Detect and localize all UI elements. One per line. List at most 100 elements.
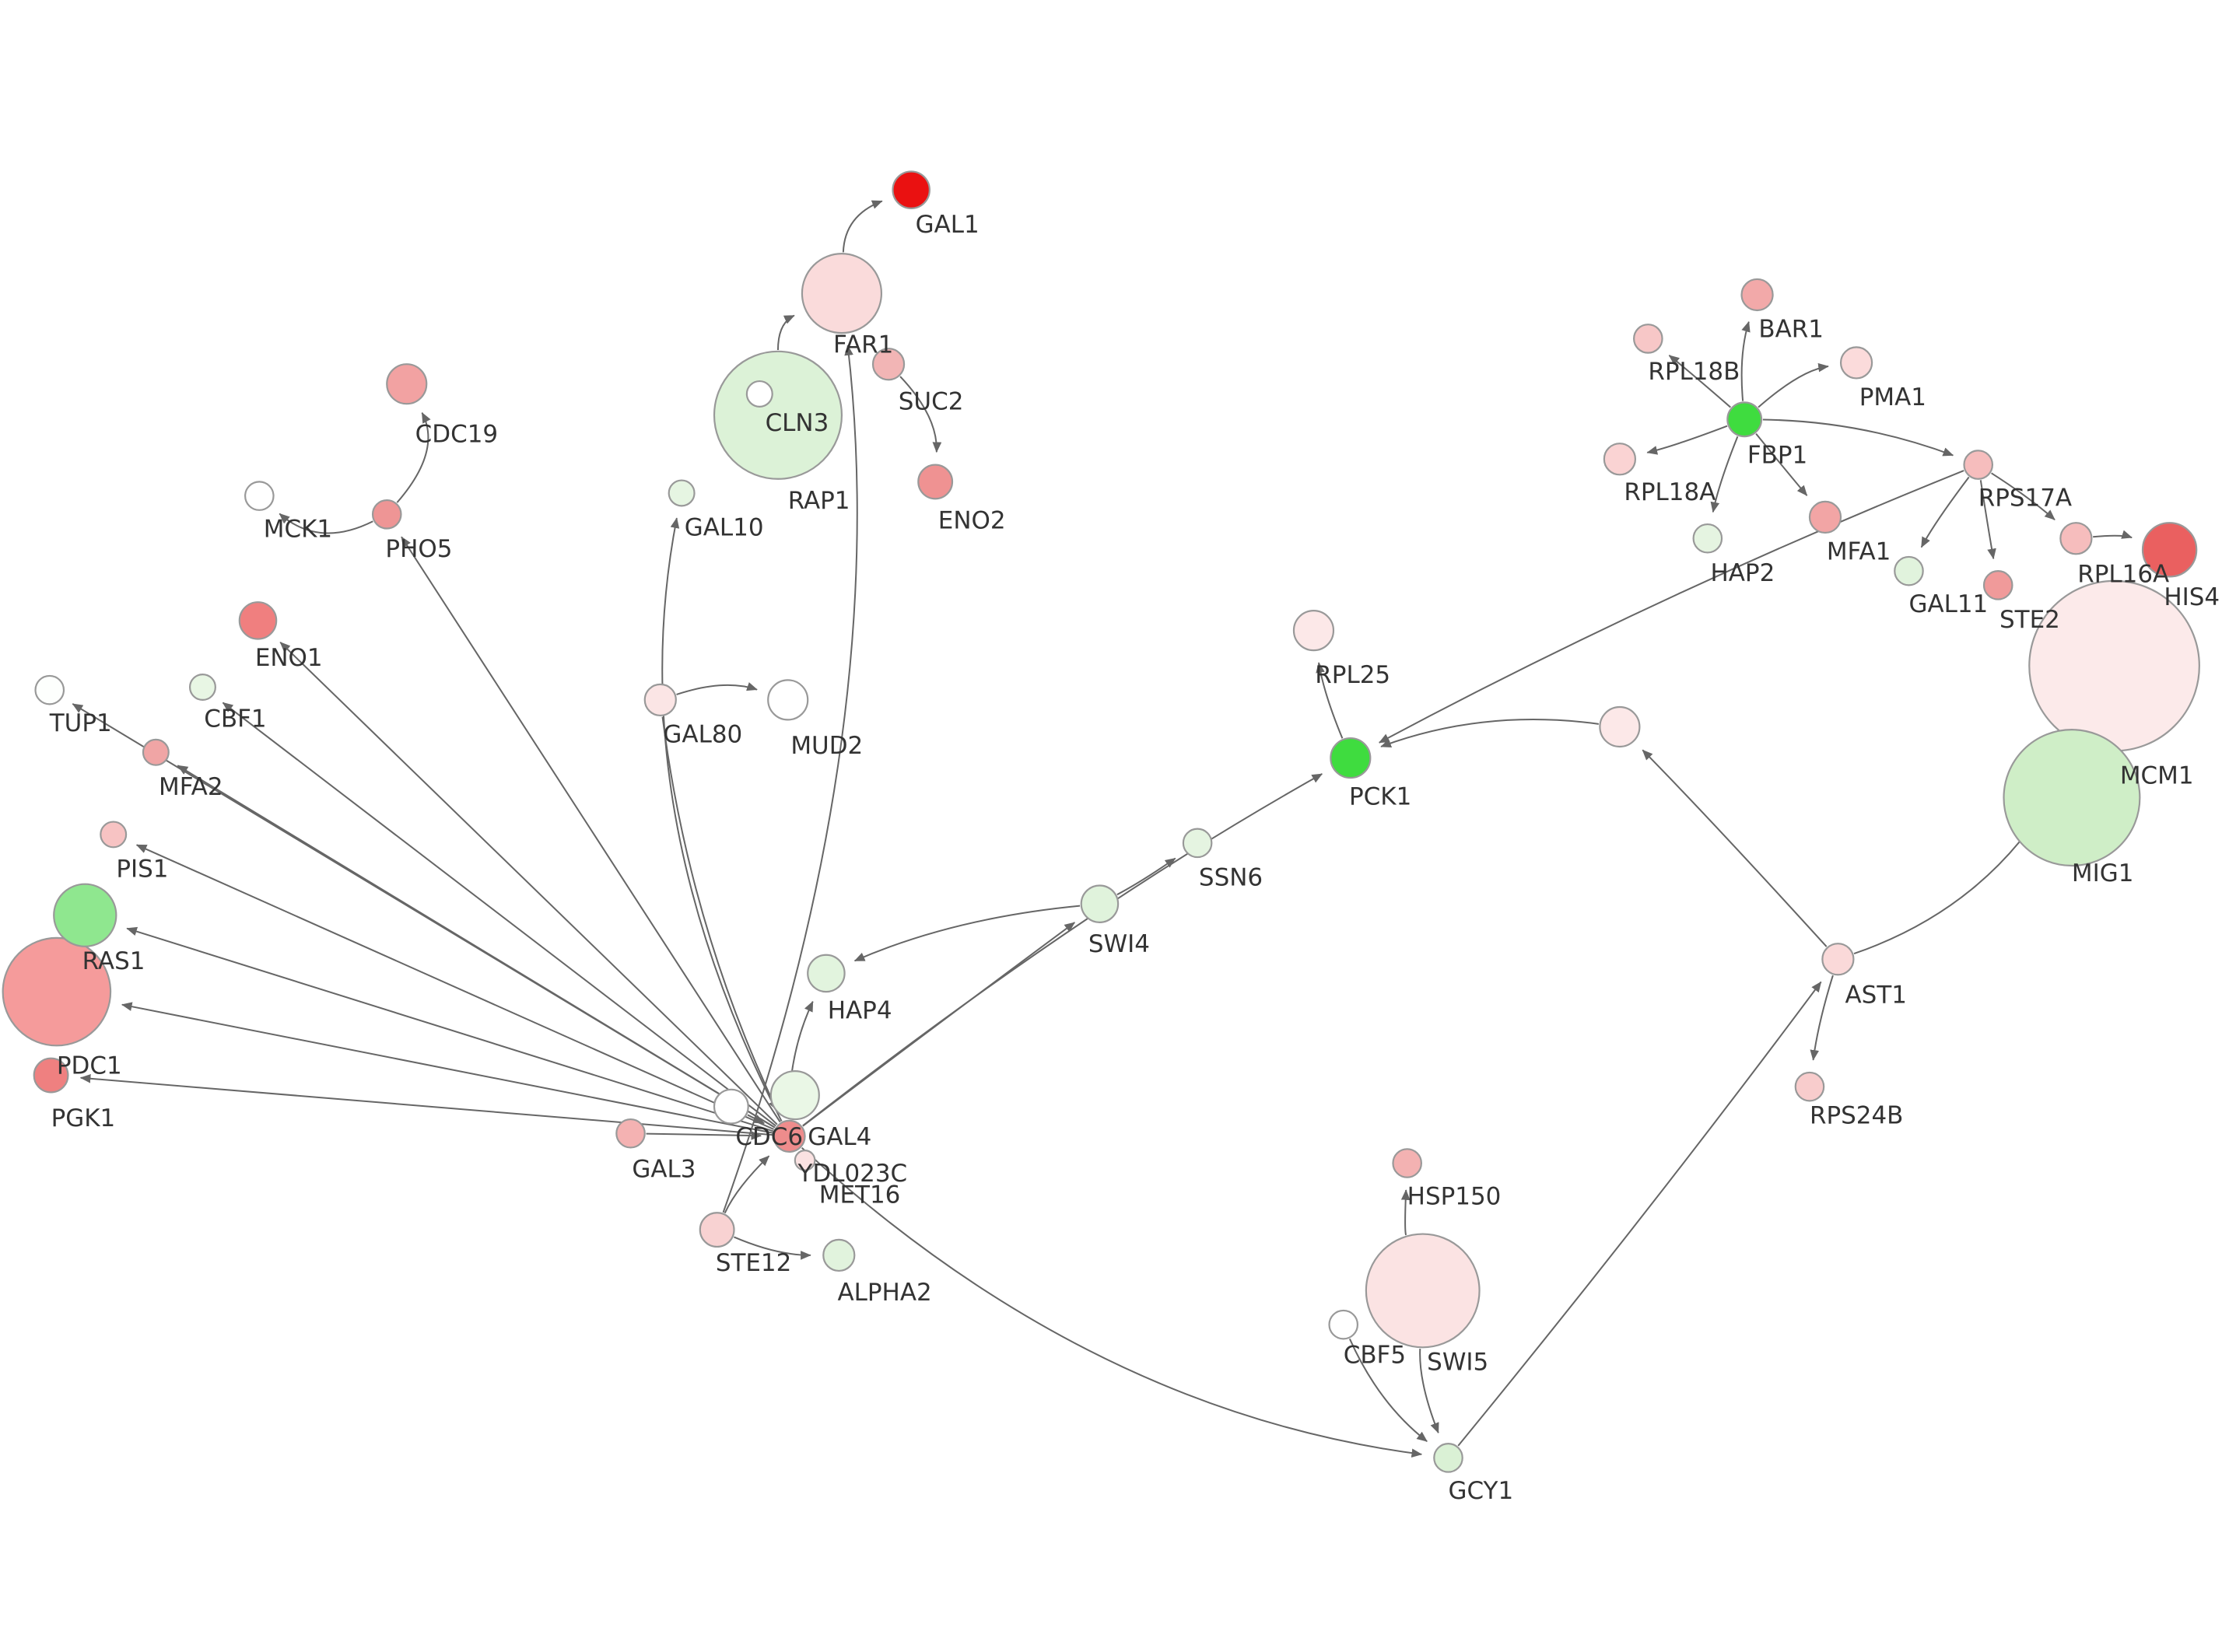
edge-gal4-pdc1[interactable]	[121, 1002, 773, 1134]
edge-suc2-eno2[interactable]	[899, 376, 942, 453]
node-label-met16: MET16	[819, 1181, 901, 1209]
edge-gal4-pho5[interactable]	[401, 536, 781, 1123]
node-pho5[interactable]	[371, 499, 402, 530]
node-fbp1[interactable]	[1726, 401, 1763, 438]
node-alpha2[interactable]	[822, 1238, 856, 1272]
edge-ste12-gal4[interactable]	[724, 1155, 770, 1214]
node-rpl18a[interactable]	[1603, 443, 1637, 476]
edge-gal80-mud2[interactable]	[676, 682, 758, 695]
node-hsp150[interactable]	[1392, 1148, 1422, 1178]
node-cdc19[interactable]	[386, 363, 428, 405]
edge-pho5-mck1[interactable]	[279, 513, 373, 534]
edge-pck1-rpl25[interactable]	[1316, 662, 1344, 739]
edge-swi4-ssn6[interactable]	[1116, 857, 1176, 896]
edge-fbp1-pma1[interactable]	[1758, 362, 1829, 408]
node-gal1[interactable]	[892, 170, 931, 209]
node-ssn6[interactable]	[1182, 828, 1213, 859]
node-cbf5[interactable]	[1328, 1309, 1359, 1340]
edge-gal3-gal4[interactable]	[646, 1131, 762, 1140]
node-swi5[interactable]	[1365, 1233, 1481, 1349]
edge-cln3-far1[interactable]	[776, 314, 795, 351]
node-rps24b[interactable]	[1794, 1071, 1825, 1102]
edge-gal4-eno1[interactable]	[279, 642, 778, 1125]
node-rpl25[interactable]	[1292, 610, 1335, 652]
node-cln3[interactable]	[713, 350, 843, 480]
node-pck1[interactable]	[1330, 737, 1372, 779]
edge-rps17a-ste2[interactable]	[1979, 480, 1996, 560]
node-tup1[interactable]	[34, 674, 65, 705]
edge-fbp1-rps17a[interactable]	[1762, 418, 1954, 457]
edge-gal4-cbf1[interactable]	[222, 702, 776, 1127]
node-his4[interactable]	[2141, 522, 2198, 578]
edge-ste12-alpha2[interactable]	[734, 1236, 811, 1260]
edge-cbf5-gcy1[interactable]	[1348, 1339, 1428, 1442]
edge-ast1-rps24b[interactable]	[1810, 975, 1834, 1061]
node-rps17a[interactable]	[1963, 450, 1994, 480]
edge-gal4-gal10[interactable]	[661, 517, 783, 1122]
node-pis1[interactable]	[100, 821, 128, 849]
node-rpl18b[interactable]	[1633, 324, 1663, 354]
node-pgk1[interactable]	[33, 1057, 69, 1094]
edge-rps17a-gal11[interactable]	[1920, 476, 1970, 548]
node-gal10[interactable]	[668, 479, 696, 507]
node-gal80[interactable]	[643, 683, 677, 717]
edge-far1-gal1[interactable]	[842, 200, 883, 253]
edge-swi4-hap4[interactable]	[853, 905, 1081, 962]
edge-fbp1-rpl18b[interactable]	[1668, 355, 1731, 408]
node-mig1[interactable]	[2003, 729, 2141, 867]
edge-gal4-gcy1[interactable]	[801, 1146, 1423, 1458]
node-label-suc2: SUC2	[899, 387, 964, 415]
edge-gcy1-ast1[interactable]	[1457, 981, 1822, 1447]
node-gal4[interactable]	[773, 1119, 806, 1153]
edge-rpl16a-his4[interactable]	[2093, 530, 2133, 539]
node-mck1[interactable]	[244, 481, 275, 511]
node-ras1[interactable]	[53, 883, 117, 947]
edge-fbp1-rpl18a[interactable]	[1646, 425, 1728, 455]
node-cdc6[interactable]	[713, 1088, 749, 1125]
edge-gal4-pis1[interactable]	[135, 844, 774, 1130]
edge-nodex-pck1[interactable]	[1380, 719, 1599, 747]
node-gal3[interactable]	[615, 1118, 646, 1149]
node-mud2[interactable]	[767, 679, 809, 721]
edge-fbp1-mfa1[interactable]	[1755, 433, 1808, 496]
node-ast1[interactable]	[1821, 943, 1855, 976]
edge-gal4-pck1[interactable]	[802, 773, 1323, 1127]
edge-gal80-gal4[interactable]	[661, 716, 778, 1111]
edge-ast1-nodex[interactable]	[1642, 749, 1828, 947]
node-swi4[interactable]	[1080, 884, 1120, 923]
edge-pho5-cdc19[interactable]	[396, 411, 431, 503]
node-hap4[interactable]	[807, 954, 846, 993]
node-pma1[interactable]	[1839, 346, 1873, 380]
node-gal11[interactable]	[1894, 555, 1924, 586]
edge-cdc6-gal4[interactable]	[747, 1114, 765, 1125]
node-ste12[interactable]	[699, 1212, 735, 1248]
node-eno2[interactable]	[917, 464, 954, 500]
node-gcy1[interactable]	[1433, 1443, 1463, 1473]
edge-gal4-ras1[interactable]	[126, 926, 773, 1132]
node-met16[interactable]	[794, 1150, 816, 1171]
edge-swi5-hsp150[interactable]	[1400, 1189, 1411, 1236]
node-rap1[interactable]	[745, 380, 773, 408]
edge-gal4-pgk1[interactable]	[79, 1073, 773, 1136]
node-eno1[interactable]	[238, 601, 278, 640]
node-ste2[interactable]	[1982, 570, 2013, 600]
node-hap2[interactable]	[1692, 523, 1723, 554]
node-pdc1[interactable]	[2, 936, 112, 1047]
edge-swi5-gcy1[interactable]	[1419, 1348, 1439, 1434]
node-mfa2[interactable]	[142, 738, 170, 766]
node-suc2[interactable]	[871, 348, 906, 381]
node-far1[interactable]	[801, 253, 883, 334]
edge-rps17a-pck1[interactable]	[1378, 470, 1964, 744]
edge-fbp1-hap2[interactable]	[1710, 436, 1739, 513]
node-ydl023c[interactable]	[769, 1070, 820, 1121]
edge-rps17a-rpl16a[interactable]	[1991, 472, 2056, 520]
node-rpl16a[interactable]	[2059, 522, 2093, 555]
node-nodex[interactable]	[1599, 705, 1641, 748]
node-mfa1[interactable]	[1808, 500, 1842, 534]
edge-ste12-far1[interactable]	[722, 345, 858, 1213]
node-bar1[interactable]	[1740, 278, 1774, 312]
edge-fbp1-bar1[interactable]	[1740, 320, 1751, 401]
edge-gal4-mfa2[interactable]	[177, 765, 776, 1129]
node-cbf1[interactable]	[188, 674, 216, 701]
